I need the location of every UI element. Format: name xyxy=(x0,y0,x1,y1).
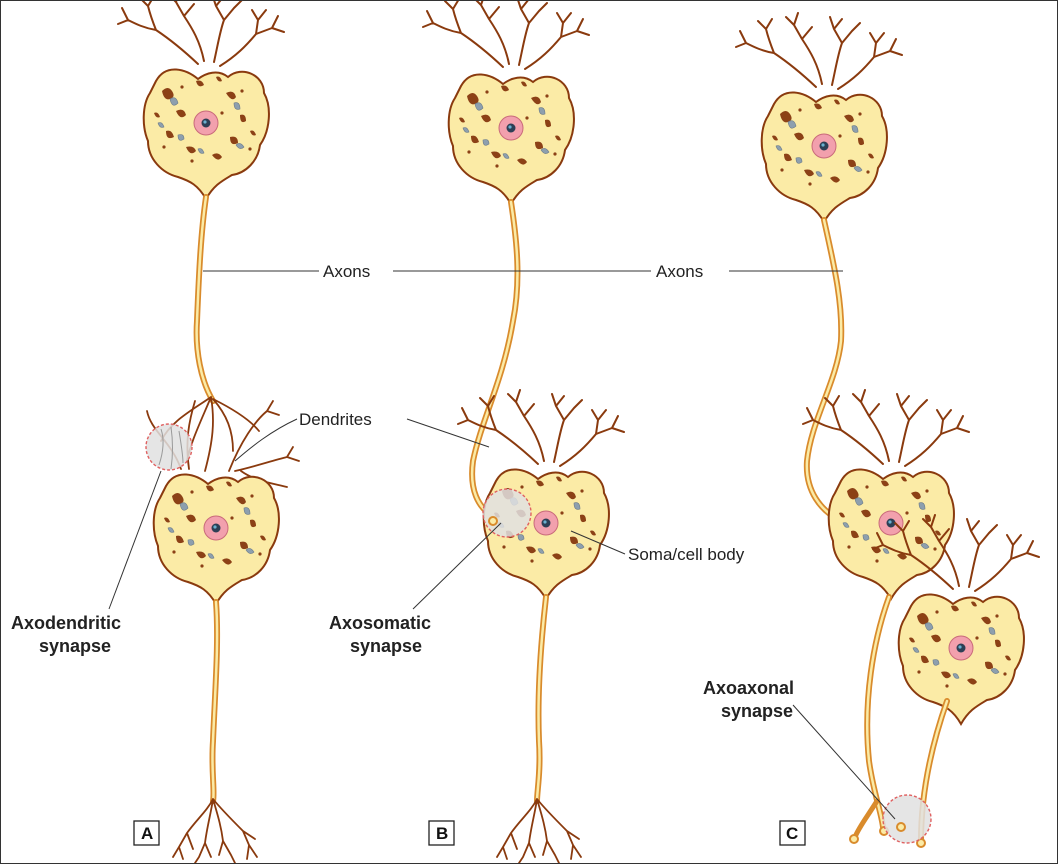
axosomatic-synapse-circle xyxy=(483,489,531,537)
svg-text:B: B xyxy=(436,824,448,843)
panel-label-c: C xyxy=(780,821,805,845)
axosomatic-synapse-label-line1: Axosomatic xyxy=(329,613,431,633)
axoaxonal-synapse-label-line1: Axoaxonal xyxy=(703,678,794,698)
axons-label-left: Axons xyxy=(323,262,370,281)
neuron-c-upper xyxy=(736,13,902,526)
svg-text:C: C xyxy=(786,824,798,843)
axoaxonal-synapse-label-line2: synapse xyxy=(721,701,793,721)
svg-text:A: A xyxy=(141,824,153,843)
axodendritic-synapse-label-line1: Axodendritic xyxy=(11,613,121,633)
neuron-b-lower xyxy=(458,390,624,863)
axoaxonal-synapse-circle xyxy=(883,795,931,843)
neuron-a-upper xyxy=(118,1,284,471)
axodendritic-synapse-circle xyxy=(146,424,192,470)
axodendritic-synapse-label-line2: synapse xyxy=(39,636,111,656)
panel-label-b: B xyxy=(429,821,454,845)
axosomatic-synapse-label-line2: synapse xyxy=(350,636,422,656)
soma-label: Soma/cell body xyxy=(628,545,745,564)
panel-label-a: A xyxy=(134,821,159,845)
axons-label-right: Axons xyxy=(656,262,703,281)
dendrites-label: Dendrites xyxy=(299,410,372,429)
